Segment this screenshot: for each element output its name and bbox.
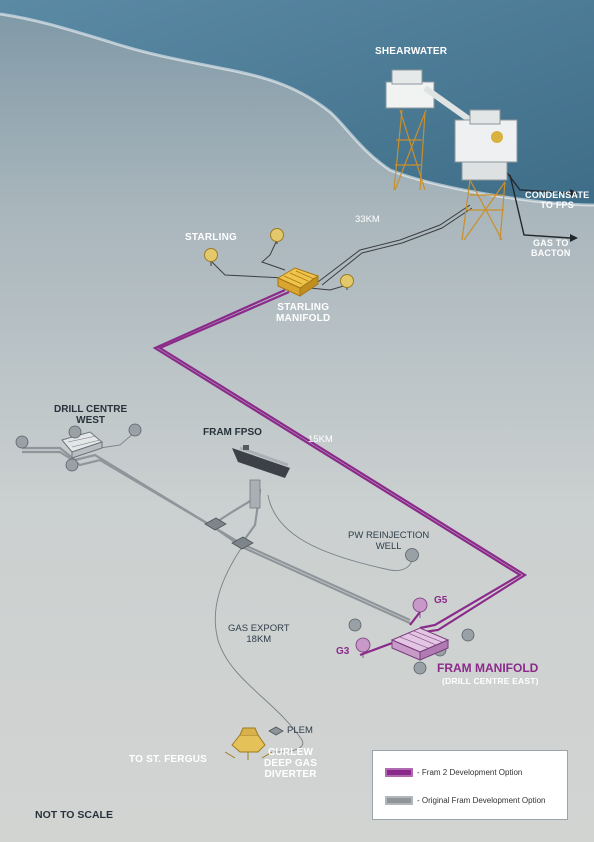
fram-manifold bbox=[390, 627, 450, 661]
drill-centre-west-wells bbox=[15, 423, 142, 472]
distance-33km: 33KM bbox=[355, 214, 380, 225]
original-manifolds bbox=[204, 517, 254, 550]
g3-label: G3 bbox=[336, 646, 350, 657]
gas-export-label: GAS EXPORT 18KM bbox=[228, 623, 290, 645]
legend: - Fram 2 Development Option - Original F… bbox=[372, 750, 568, 820]
g5-well bbox=[412, 597, 428, 618]
gas-arrow bbox=[570, 234, 578, 242]
fram-fpso-label: FRAM FPSO bbox=[203, 427, 262, 438]
shearwater-platform bbox=[385, 69, 518, 241]
drill-centre-east-label: (DRILL CENTRE EAST) bbox=[442, 676, 539, 686]
legend-label-original: - Original Fram Development Option bbox=[417, 796, 546, 805]
plem bbox=[268, 726, 284, 736]
fram2-option-line bbox=[152, 288, 528, 657]
drill-centre-west-label: DRILL CENTRE WEST bbox=[54, 404, 128, 426]
condensate-arrow bbox=[570, 189, 578, 197]
starling-manifold bbox=[276, 267, 320, 297]
sea-surface bbox=[0, 0, 594, 205]
legend-item-fram2: - Fram 2 Development Option bbox=[385, 768, 522, 777]
starling-label: STARLING bbox=[185, 232, 237, 243]
to-st-fergus-label: TO ST. FERGUS bbox=[129, 754, 207, 765]
legend-swatch-fram2 bbox=[385, 768, 413, 777]
g5-label: G5 bbox=[434, 595, 448, 606]
starling-cables bbox=[211, 204, 473, 291]
legend-item-original: - Original Fram Development Option bbox=[385, 796, 546, 805]
gas-to-bacton-label: GAS TO BACTON bbox=[531, 238, 571, 258]
shearwater-label: SHEARWATER bbox=[375, 46, 448, 57]
fram-manifold-label: FRAM MANIFOLD bbox=[437, 661, 539, 675]
starling-well-3 bbox=[340, 274, 354, 290]
starling-manifold-label: STARLING MANIFOLD bbox=[276, 302, 331, 324]
legend-swatch-original bbox=[385, 796, 413, 805]
sea-foam bbox=[0, 12, 594, 207]
fram-original-wells bbox=[348, 618, 475, 675]
plem-label: PLEM bbox=[287, 725, 313, 736]
not-to-scale-label: NOT TO SCALE bbox=[35, 809, 113, 821]
legend-label-fram2: - Fram 2 Development Option bbox=[417, 768, 523, 777]
fram-fpso bbox=[232, 445, 290, 478]
starling-well-1 bbox=[204, 248, 218, 266]
fpso-riser-base bbox=[249, 479, 261, 509]
pw-reinjection-label: PW REINJECTION WELL bbox=[348, 530, 430, 552]
curlew-label: CURLEW DEEP GAS DIVERTER bbox=[264, 747, 318, 780]
starling-well-2 bbox=[270, 228, 284, 244]
pw-reinjection-well bbox=[405, 548, 419, 562]
condensate-label: CONDENSATE TO FPS bbox=[525, 190, 590, 210]
distance-15km: 15KM bbox=[308, 434, 333, 445]
export-lines bbox=[504, 169, 571, 239]
g3-well bbox=[355, 637, 371, 658]
curlew-diverter bbox=[224, 727, 273, 760]
